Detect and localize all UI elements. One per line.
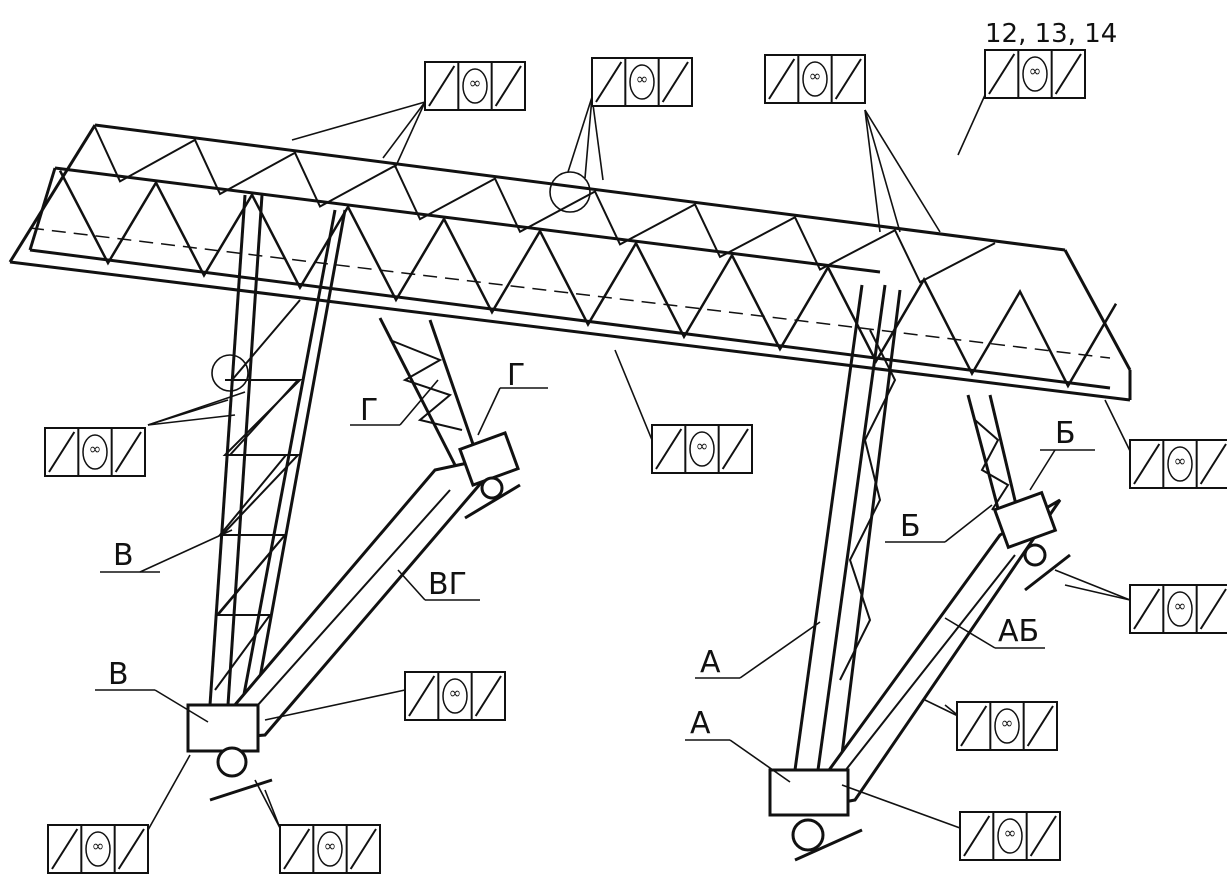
symbol-mark: ∞ [1029,62,1042,80]
inspection-symbol-s3: ∞ [764,54,866,104]
inspection-symbol-s1: ∞ [424,61,526,111]
label-v-bottom: В [108,657,129,692]
inspection-symbol-s9: ∞ [404,671,506,721]
label-b-bottom: Б [900,509,921,544]
inspection-symbol-s5: ∞ [44,427,146,477]
inspection-symbol-s4: ∞ [984,49,1086,99]
label-vg: ВГ [428,567,467,602]
left-leg-v [208,194,347,706]
right-bottom-beam-ab [768,490,1071,862]
symbol-mark: ∞ [1174,597,1187,615]
inspection-symbol-s10: ∞ [956,701,1058,751]
label-ab: АБ [998,614,1039,649]
symbol-mark: ∞ [1174,452,1187,470]
inspection-symbol-s13: ∞ [47,824,149,874]
inspection-symbol-s8: ∞ [1129,584,1227,634]
symbol-mark: ∞ [324,837,337,855]
symbol-mark: ∞ [449,684,462,702]
symbol-mark: ∞ [1001,714,1014,732]
inspection-symbol-s7: ∞ [1129,439,1227,489]
label-g-left: Г [360,393,378,428]
symbol-mark: ∞ [809,67,822,85]
symbol-mark: ∞ [92,837,105,855]
inspection-symbol-s6: ∞ [651,424,753,474]
inspection-symbol-s11: ∞ [959,811,1061,861]
member-labels: Г Г В В ВГ А А Б Б АБ 12, 13, 14 [108,19,1117,741]
symbol-mark: ∞ [696,437,709,455]
left-bottom-beam-vg [186,431,521,802]
symbol-mark: ∞ [1004,824,1017,842]
label-a-top: А [700,645,721,680]
inspection-symbol-s2: ∞ [591,57,693,107]
symbol-mark: ∞ [89,440,102,458]
left-leg-g [378,317,477,466]
label-b-top: Б [1055,416,1076,451]
symbol-mark: ∞ [469,74,482,92]
reference-note: 12, 13, 14 [985,19,1117,49]
inspection-symbol-s12: ∞ [279,824,381,874]
symbol-mark: ∞ [636,70,649,88]
label-v-top: В [113,538,134,573]
inspection-symbols: ∞ ∞ ∞ ∞ ∞ ∞ ∞ ∞ ∞ ∞ ∞ ∞ ∞ [44,49,1227,874]
label-a-bottom: А [690,706,711,741]
leader-lines [95,94,1133,831]
bridge-truss [8,123,1132,402]
right-leg-a [793,284,902,771]
label-g-right: Г [507,358,525,393]
